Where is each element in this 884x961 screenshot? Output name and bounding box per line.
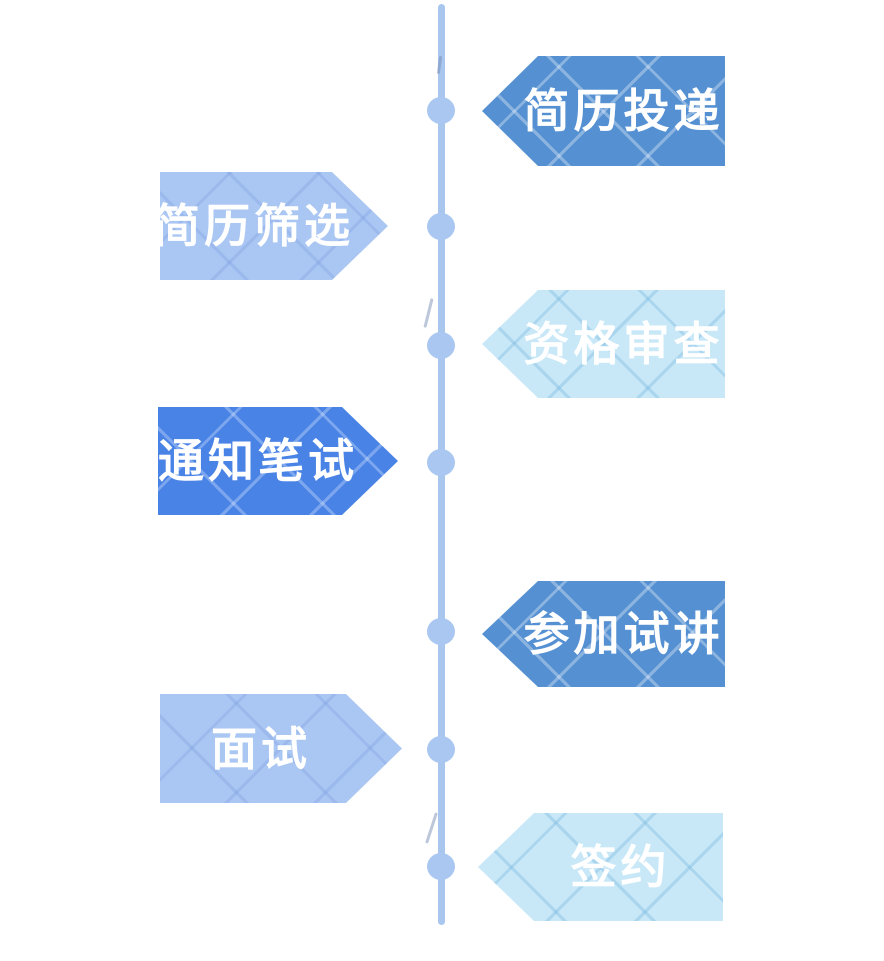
flow-step-label: 签约 [570, 841, 671, 893]
flow-step-qualification-review: 资格审查 [482, 290, 725, 398]
flow-step-interview: 面试 [160, 694, 402, 803]
flow-step-resume-screening: 简历筛选 [160, 172, 388, 280]
sketch-mark [423, 298, 434, 328]
timeline-dot [427, 736, 455, 763]
flow-step-label: 通知笔试 [158, 435, 358, 487]
timeline-dot [427, 332, 455, 359]
timeline-dot [427, 853, 455, 880]
flow-step-signing: 签约 [478, 813, 723, 921]
timeline-dot [427, 213, 455, 240]
sketch-mark [425, 812, 438, 844]
flow-step-label: 面试 [211, 722, 311, 775]
flow-step-resume-submission: 简历投递 [482, 56, 725, 166]
timeline-dot [427, 97, 455, 124]
flow-step-trial-lecture: 参加试讲 [482, 581, 725, 687]
timeline-dot [427, 449, 455, 476]
flow-step-label: 简历筛选 [154, 200, 354, 252]
flow-step-label: 资格审查 [523, 318, 724, 370]
flow-step-written-test-notice: 通知笔试 [158, 407, 398, 515]
flow-step-label: 简历投递 [523, 85, 724, 137]
flow-step-label: 参加试讲 [523, 608, 724, 660]
timeline-dot [427, 618, 455, 645]
